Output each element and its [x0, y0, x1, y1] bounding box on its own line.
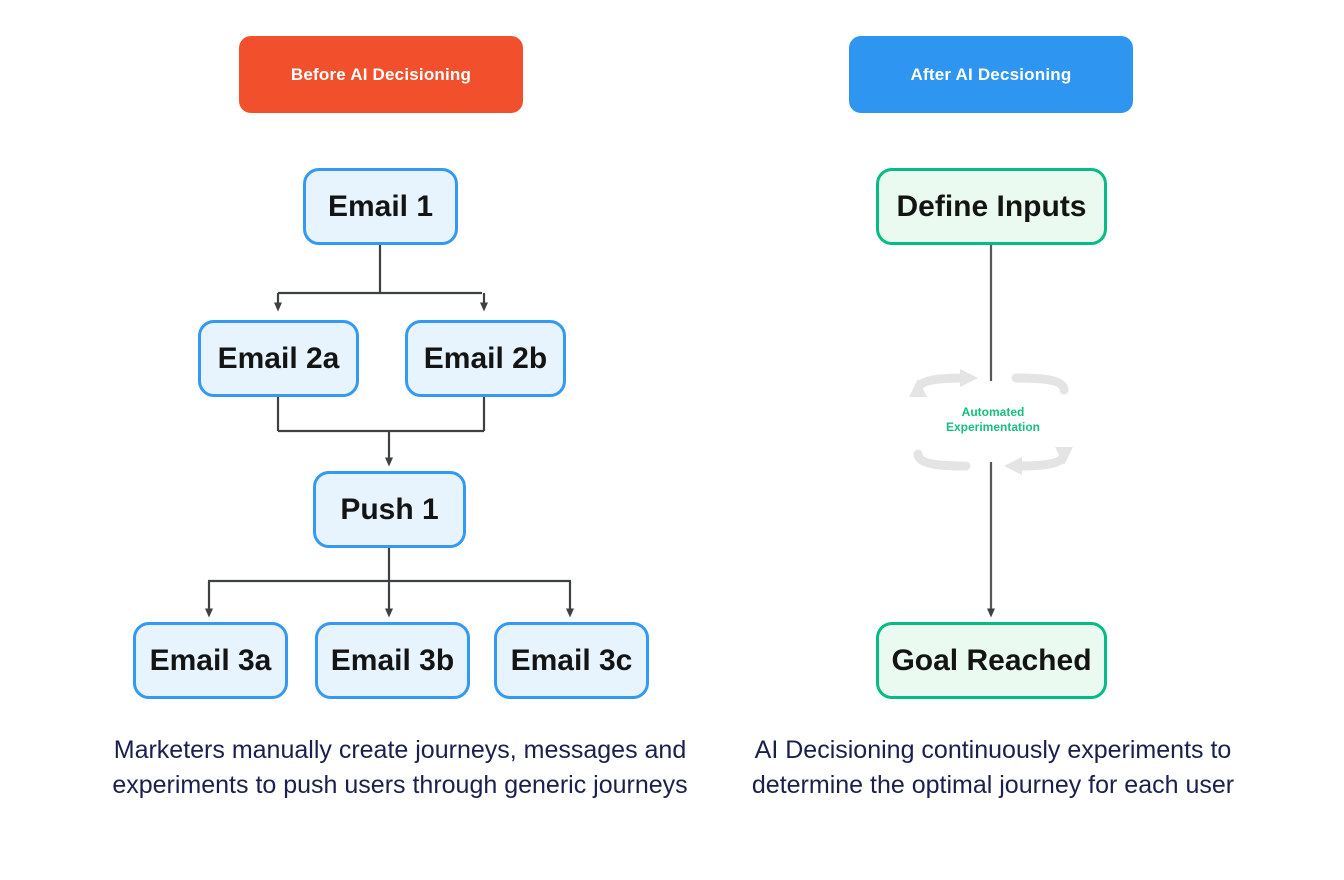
loop-label-line-2: Experimentation: [945, 420, 1041, 434]
loop-arc-bottom-right: [1011, 449, 1069, 471]
node-email-3b[interactable]: Email 3b: [315, 622, 470, 699]
node-email-2a[interactable]: Email 2a: [198, 320, 359, 397]
loop-arrowhead-top: [960, 369, 978, 387]
node-goal-reached[interactable]: Goal Reached: [876, 622, 1107, 699]
node-email-1[interactable]: Email 1: [303, 168, 458, 245]
loop-arrowhead-bottom: [1004, 457, 1022, 475]
caption-before: Marketers manually create journeys, mess…: [112, 736, 688, 799]
node-email-3c[interactable]: Email 3c: [494, 622, 649, 699]
node-define-inputs[interactable]: Define Inputs: [876, 168, 1107, 245]
loop-arc-top-left: [913, 373, 971, 395]
loop-label-line-1: Automated: [961, 405, 1025, 419]
badge-after-ai-decisioning[interactable]: After AI Decsioning: [849, 36, 1133, 113]
badge-before-ai-decisioning[interactable]: Before AI Decisioning: [239, 36, 523, 113]
loop-arc-bottom-left: [913, 449, 971, 471]
loop-arrowhead-left: [909, 379, 927, 397]
node-email-3a[interactable]: Email 3a: [133, 622, 288, 699]
caption-after: AI Decisioning continuously experiments …: [751, 736, 1235, 799]
loop-arrowhead-right: [1055, 447, 1073, 465]
loop-arc-top-right: [1011, 373, 1069, 395]
node-email-2b[interactable]: Email 2b: [405, 320, 566, 397]
node-push-1[interactable]: Push 1: [313, 471, 466, 548]
automated-experimentation-label: Automated Experimentation: [918, 405, 1068, 435]
